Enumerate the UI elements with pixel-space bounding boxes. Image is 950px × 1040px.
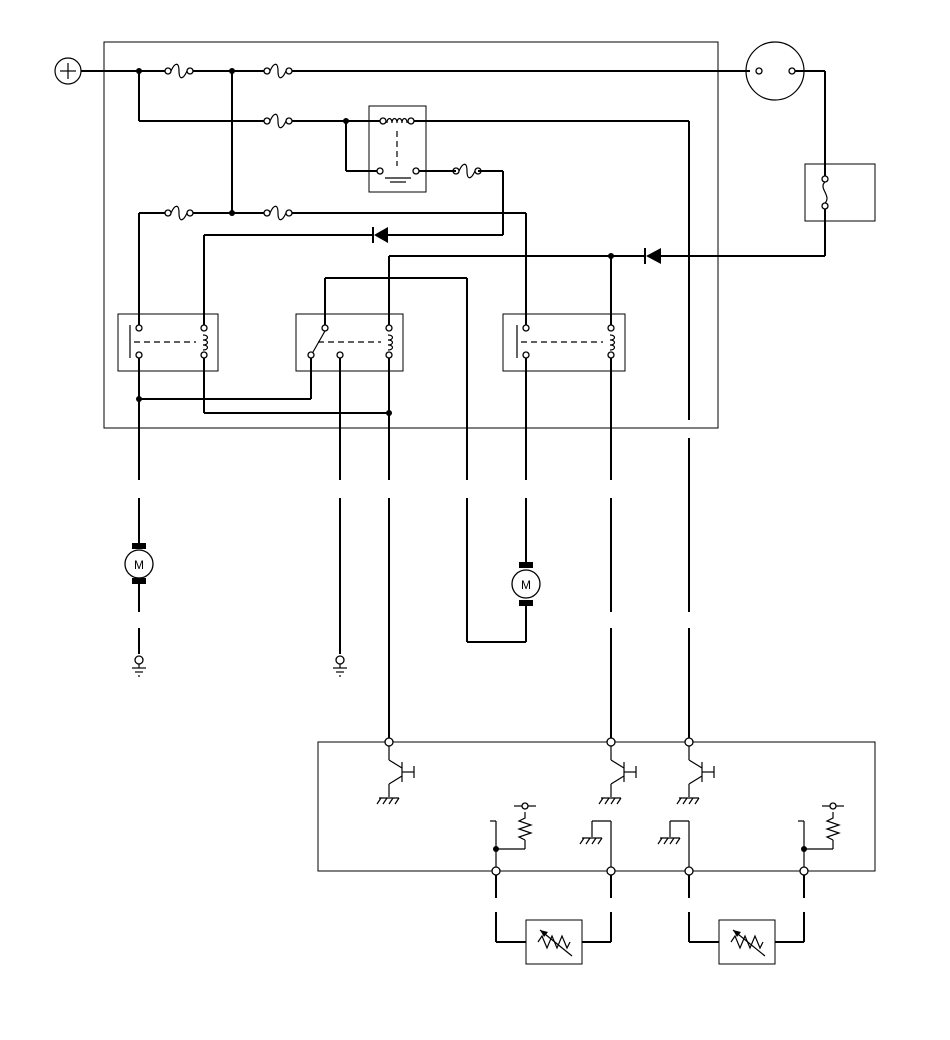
transistor-1-icon (376, 746, 415, 805)
transistor-3-icon (676, 746, 715, 805)
left-motor: M (124, 543, 154, 584)
left-relay (117, 313, 219, 372)
ground-2-icon (332, 655, 348, 677)
thermistor-2-icon (718, 919, 776, 965)
fuse-1-icon (164, 63, 194, 79)
left-motor-label: M (134, 558, 144, 572)
power-bus-wiring (81, 70, 750, 325)
main-relay-wiring (203, 120, 690, 420)
fuse-6-icon (452, 163, 482, 179)
thermistor-1-icon (525, 919, 583, 965)
right-motor-label: M (521, 578, 531, 592)
sensor-ground-2 (657, 820, 690, 868)
pullup-resistor-1-icon (490, 802, 536, 868)
fuse-2-icon (263, 63, 293, 79)
ground-1-icon (131, 655, 147, 677)
main-relay (368, 105, 427, 193)
sensor-ground-1 (579, 820, 612, 868)
right-relay (502, 313, 626, 372)
pullup-resistor-2-icon (798, 802, 844, 868)
diode-1-icon (372, 227, 388, 243)
fuse-3-icon (263, 113, 293, 129)
fuse-4-icon (164, 205, 194, 221)
right-motor: M (511, 562, 541, 606)
middle-relay (295, 313, 404, 372)
relay-box-housing (103, 41, 719, 429)
sensor-wiring (495, 875, 805, 943)
relay-wiring (138, 255, 645, 480)
transistor-2-icon (598, 746, 637, 805)
control-module-housing (317, 741, 876, 872)
battery-positive-terminal (54, 57, 82, 85)
pressure-switch (804, 163, 876, 222)
sensor-switch-wiring (661, 70, 826, 257)
diode-2-icon (644, 248, 661, 264)
harness-wiring (138, 438, 690, 739)
fuse-5-icon (263, 205, 293, 221)
